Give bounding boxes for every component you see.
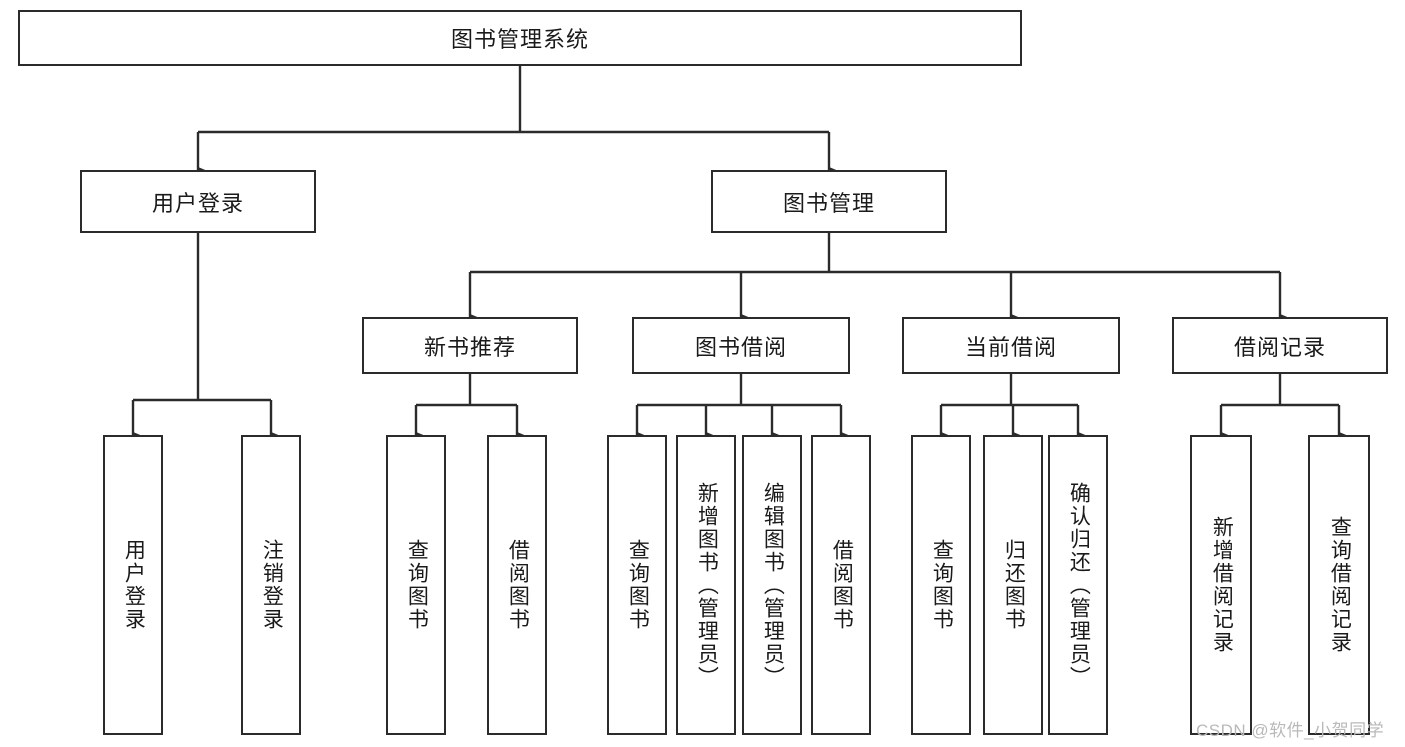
node-leaf-cu-return[interactable]: 归还图书 [983,435,1043,735]
node-label: 归还图书 [1002,539,1026,631]
node-label: 当前借阅 [964,334,1057,360]
node-label: 查询图书 [626,539,650,631]
node-label: 图书借阅 [694,334,787,360]
node-leaf-nb-borrow[interactable]: 借阅图书 [487,435,547,735]
node-label: 用户登录 [151,190,244,216]
node-leaf-user-logout[interactable]: 注销登录 [241,435,301,735]
node-leaf-cu-confirm[interactable]: 确认归还（管理员） [1048,435,1108,735]
node-label: 新增借阅记录 [1210,516,1234,654]
node-leaf-bk-query[interactable]: 查询图书 [607,435,667,735]
node-label: 新书推荐 [423,334,516,360]
node-label: 注销登录 [260,539,284,631]
node-records[interactable]: 借阅记录 [1172,317,1388,374]
node-label: 查询图书 [405,539,429,631]
node-label: 借阅记录 [1233,334,1326,360]
watermark-label: CSDN @软件_小贺同学 [1196,721,1385,740]
node-label: 借阅图书 [830,539,854,631]
node-label: 编辑图书（管理员） [761,481,785,689]
node-label: 图书管理 [782,190,875,216]
node-newbook[interactable]: 新书推荐 [362,317,578,374]
node-label: 用户登录 [122,539,146,631]
node-label: 查询借阅记录 [1328,516,1352,654]
node-root[interactable]: 图书管理系统 [18,10,1022,66]
node-leaf-nb-query[interactable]: 查询图书 [386,435,446,735]
node-label: 确认归还（管理员） [1067,481,1091,689]
node-bookmgmt[interactable]: 图书管理 [711,170,947,233]
node-label: 查询图书 [930,539,954,631]
node-borrow[interactable]: 图书借阅 [632,317,850,374]
node-label: 新增图书（管理员） [695,481,719,689]
node-current[interactable]: 当前借阅 [902,317,1120,374]
node-label: 图书管理系统 [450,27,589,52]
node-leaf-bk-add[interactable]: 新增图书（管理员） [676,435,736,735]
node-leaf-rc-add[interactable]: 新增借阅记录 [1190,435,1252,735]
node-leaf-user-login[interactable]: 用户登录 [103,435,163,735]
node-leaf-rc-query[interactable]: 查询借阅记录 [1308,435,1370,735]
node-leaf-bk-borrow[interactable]: 借阅图书 [811,435,871,735]
node-leaf-cu-query[interactable]: 查询图书 [911,435,971,735]
node-login[interactable]: 用户登录 [80,170,316,233]
node-label: 借阅图书 [506,539,530,631]
node-leaf-bk-edit[interactable]: 编辑图书（管理员） [742,435,802,735]
